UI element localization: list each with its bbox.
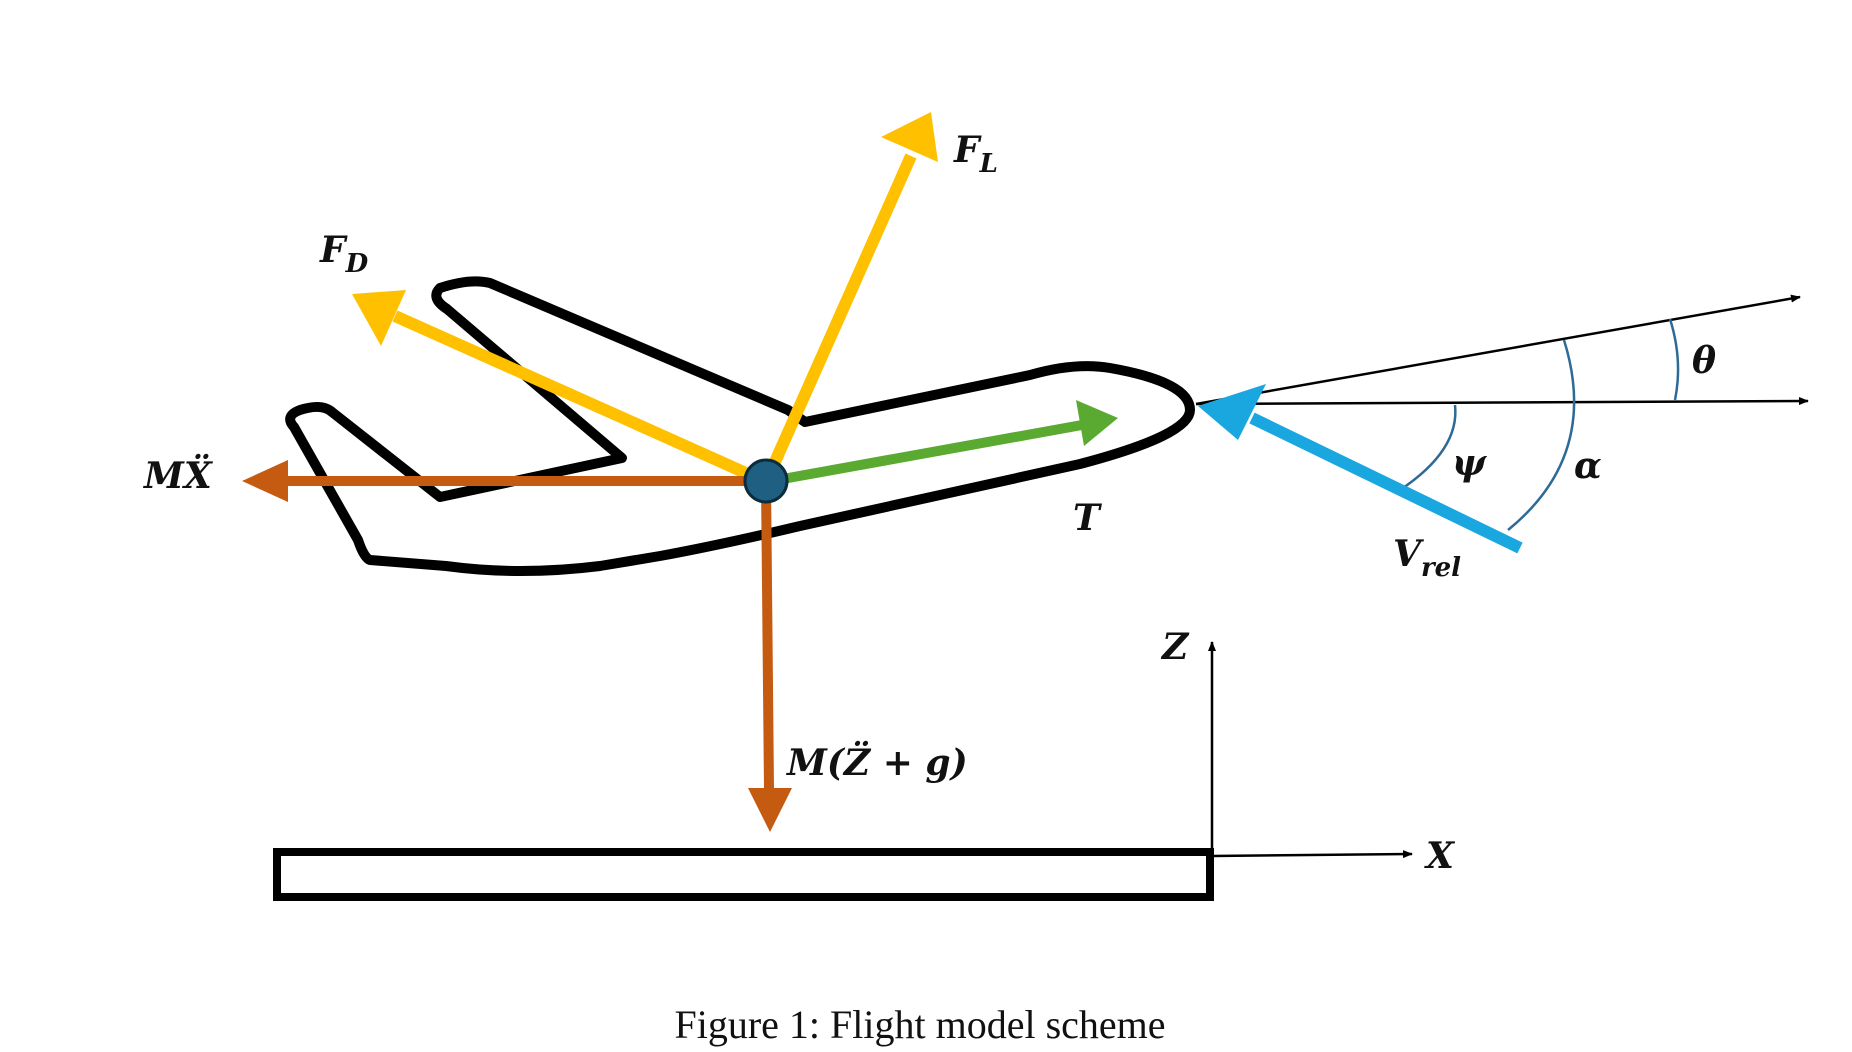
lift-label: FL: [953, 129, 998, 179]
inertia-x-label: MẌ: [142, 454, 214, 497]
horizontal-reference-line: [1195, 397, 1809, 406]
weight-label: M(Z̈ + g): [785, 740, 968, 784]
x-axis-label: X: [1424, 835, 1456, 877]
psi-label: ψ: [1452, 442, 1487, 484]
ground-surface: [273, 848, 1214, 901]
drag-force-vector: [392, 310, 769, 488]
airplane-fuselage-outline: [285, 276, 1195, 576]
weight-arrowhead: [748, 788, 792, 832]
x-axis-line: [1211, 850, 1413, 859]
drag-force-arrowhead: [352, 290, 406, 346]
thrust-arrowhead: [1076, 400, 1118, 446]
theta-label: θ: [1692, 340, 1716, 382]
theta-angle-arc: [1668, 318, 1680, 401]
weight-vector: [761, 481, 774, 791]
lift-force-vector: [760, 153, 917, 485]
alpha-angle-arc: [1507, 339, 1576, 531]
inertia-x-arrowhead: [242, 460, 288, 502]
relative-velocity-label: Vrel: [1393, 533, 1461, 583]
center-of-mass: [743, 458, 789, 504]
lift-force-arrowhead: [881, 112, 938, 162]
drag-label: FD: [319, 229, 369, 279]
alpha-label: α: [1574, 445, 1602, 487]
relative-velocity-arrowhead: [1198, 384, 1266, 440]
relative-velocity-vector: [1249, 412, 1523, 554]
psi-angle-arc: [1399, 404, 1457, 492]
pitch-reference-line: [1195, 294, 1801, 406]
figure-caption: Figure 1: Flight model scheme: [674, 1002, 1165, 1047]
thrust-vector: [765, 420, 1083, 487]
thrust-label: T: [1073, 497, 1102, 539]
z-axis-label: Z: [1160, 626, 1190, 668]
